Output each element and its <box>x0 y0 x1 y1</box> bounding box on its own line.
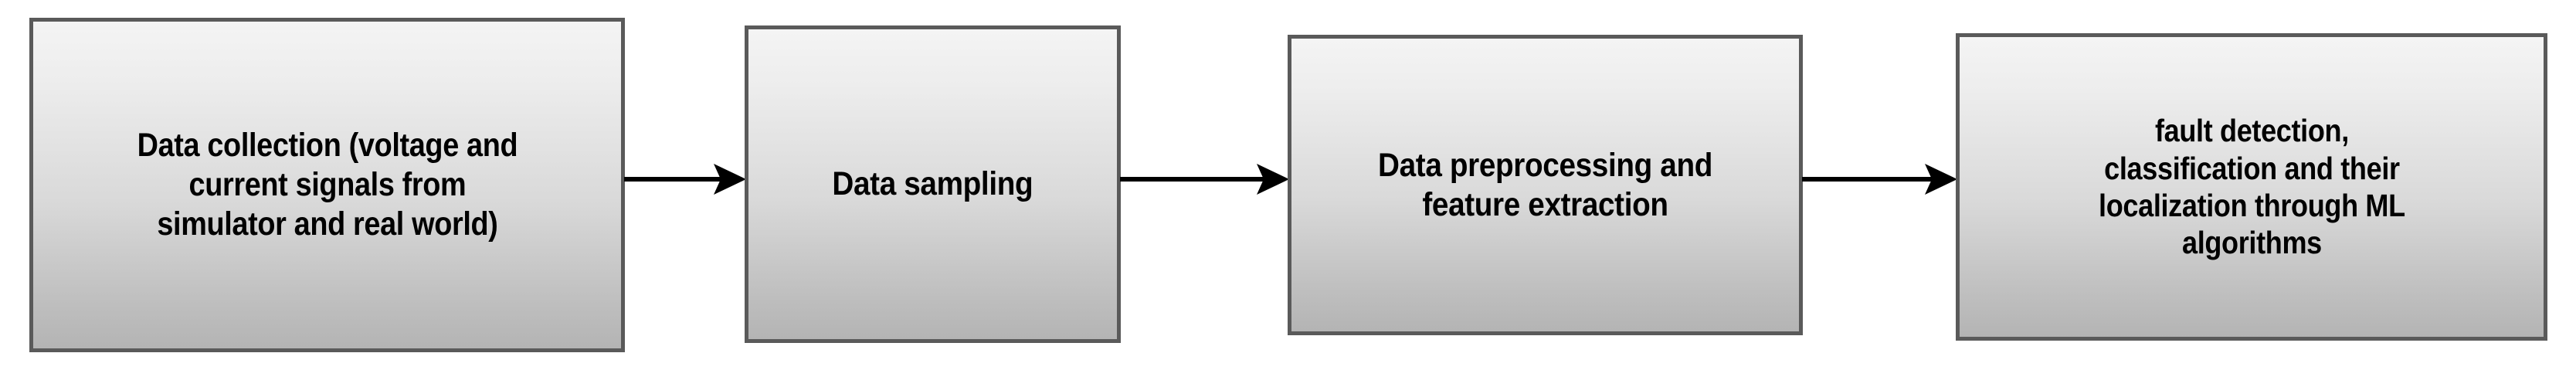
flow-node-data-sampling-label: Data sampling <box>832 165 1033 203</box>
flow-node-ml-output-label: fault detection, classification and thei… <box>2098 113 2405 261</box>
flow-node-ml-output[interactable]: fault detection, classification and thei… <box>1956 33 2547 341</box>
flow-node-data-collection[interactable]: Data collection (voltage and current sig… <box>29 18 625 352</box>
arrow-right-icon <box>1802 164 1957 195</box>
flow-arrow-collection-to-sampling <box>623 156 748 202</box>
flow-node-preprocessing[interactable]: Data preprocessing and feature extractio… <box>1288 35 1803 335</box>
flow-node-preprocessing-label: Data preprocessing and feature extractio… <box>1378 146 1712 223</box>
flow-arrow-sampling-to-preprocessing <box>1118 156 1291 202</box>
flow-node-data-sampling[interactable]: Data sampling <box>745 25 1121 343</box>
flow-arrow-preprocessing-to-ml <box>1800 156 1959 202</box>
flow-node-data-collection-label: Data collection (voltage and current sig… <box>137 127 518 243</box>
arrow-right-icon <box>1120 164 1289 195</box>
arrow-right-icon <box>624 164 746 195</box>
